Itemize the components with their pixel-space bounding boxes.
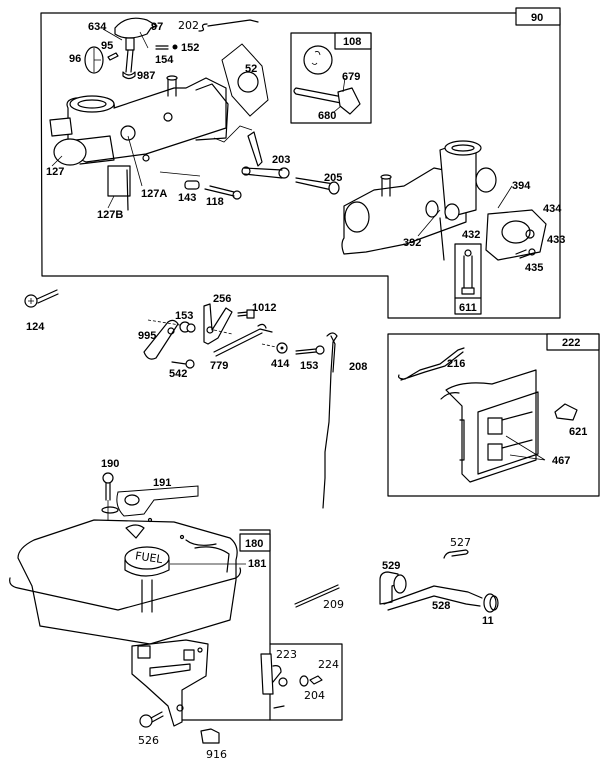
label-394: 394	[512, 180, 531, 192]
bowl-127b	[107, 165, 131, 197]
label-152: 152	[181, 42, 199, 54]
group-90-tag: 90	[531, 12, 543, 24]
label-191: 191	[153, 477, 171, 489]
group-222-tag: 222	[562, 337, 580, 349]
label-529: 529	[382, 560, 400, 572]
label-433: 433	[547, 234, 565, 246]
throttle-lever-203: 203 205	[241, 131, 342, 195]
label-679: 679	[342, 71, 360, 83]
label-542: 542	[169, 368, 187, 380]
label-256: 256	[213, 293, 231, 305]
fuel-tank: 190 191 FUEL 180 181	[9, 458, 271, 666]
choke-parts: 634 97 202 95 152 96 154 987	[69, 17, 259, 82]
fuel-cap-181	[124, 546, 170, 570]
group-611-tag: 611	[459, 302, 477, 314]
carburetor-right	[341, 140, 547, 261]
carburetor-left	[49, 75, 253, 211]
label-127a: 127A	[141, 188, 167, 200]
group-222-box: 222 216 621 467	[387, 333, 600, 497]
label-202: 202	[178, 19, 199, 32]
label-528: 528	[432, 600, 450, 612]
group-90-frame: 90	[40, 7, 561, 319]
label-96: 96	[69, 53, 81, 65]
label-143: 143	[178, 192, 196, 204]
diaphragm	[303, 45, 333, 75]
group-611-box: 611	[454, 243, 482, 315]
lever-679	[337, 87, 361, 115]
label-680: 680	[318, 110, 336, 122]
group-108-tag: 108	[343, 36, 361, 48]
spring-and-screw: 143 118	[178, 180, 242, 208]
label-1012: 1012	[252, 302, 276, 314]
label-223: 223	[276, 648, 297, 661]
label-127b: 127B	[97, 209, 123, 221]
group-108-inset: 108 679 680	[290, 32, 372, 124]
label-467: 467	[552, 455, 570, 467]
label-432: 432	[462, 229, 480, 241]
label-209: 209	[323, 598, 344, 611]
label-127: 127	[46, 166, 64, 178]
gasket-52: 52	[221, 43, 269, 117]
label-434: 434	[543, 203, 562, 215]
label-392: 392	[403, 237, 421, 249]
label-414: 414	[271, 358, 290, 370]
group-180-tag: 180	[245, 538, 263, 550]
label-779: 779	[210, 360, 228, 372]
label-916: 916	[206, 748, 227, 761]
label-154: 154	[155, 54, 174, 66]
tank-bracket: 526 916 223 224 204	[131, 639, 343, 761]
label-987: 987	[137, 70, 155, 82]
label-204: 204	[304, 689, 325, 702]
label-208: 208	[349, 361, 367, 373]
label-526: 526	[138, 734, 159, 747]
label-153a: 153	[175, 310, 193, 322]
label-527: 527	[450, 536, 471, 549]
label-634: 634	[88, 21, 107, 33]
label-124: 124	[26, 321, 45, 333]
label-95: 95	[101, 40, 113, 52]
label-153b: 153	[300, 360, 318, 372]
label-995: 995	[138, 330, 156, 342]
fuel-cap-text: FUEL	[134, 549, 164, 566]
label-205: 205	[324, 172, 342, 184]
label-203: 203	[272, 154, 290, 166]
label-181: 181	[248, 558, 266, 570]
group-90-tag-box	[515, 7, 561, 26]
label-52: 52	[245, 63, 257, 75]
label-435: 435	[525, 262, 543, 274]
air-horn-127	[53, 138, 87, 166]
label-118: 118	[206, 196, 224, 208]
fuel-line: 209 527 529 528 11	[294, 536, 499, 627]
label-216: 216	[447, 358, 465, 370]
label-11: 11	[482, 615, 494, 627]
label-97: 97	[151, 21, 163, 33]
label-190: 190	[101, 458, 119, 470]
governor-linkage: 124 995 153 542 256 1012 779 414	[24, 289, 367, 509]
label-224: 224	[318, 658, 339, 671]
label-621: 621	[569, 426, 587, 438]
